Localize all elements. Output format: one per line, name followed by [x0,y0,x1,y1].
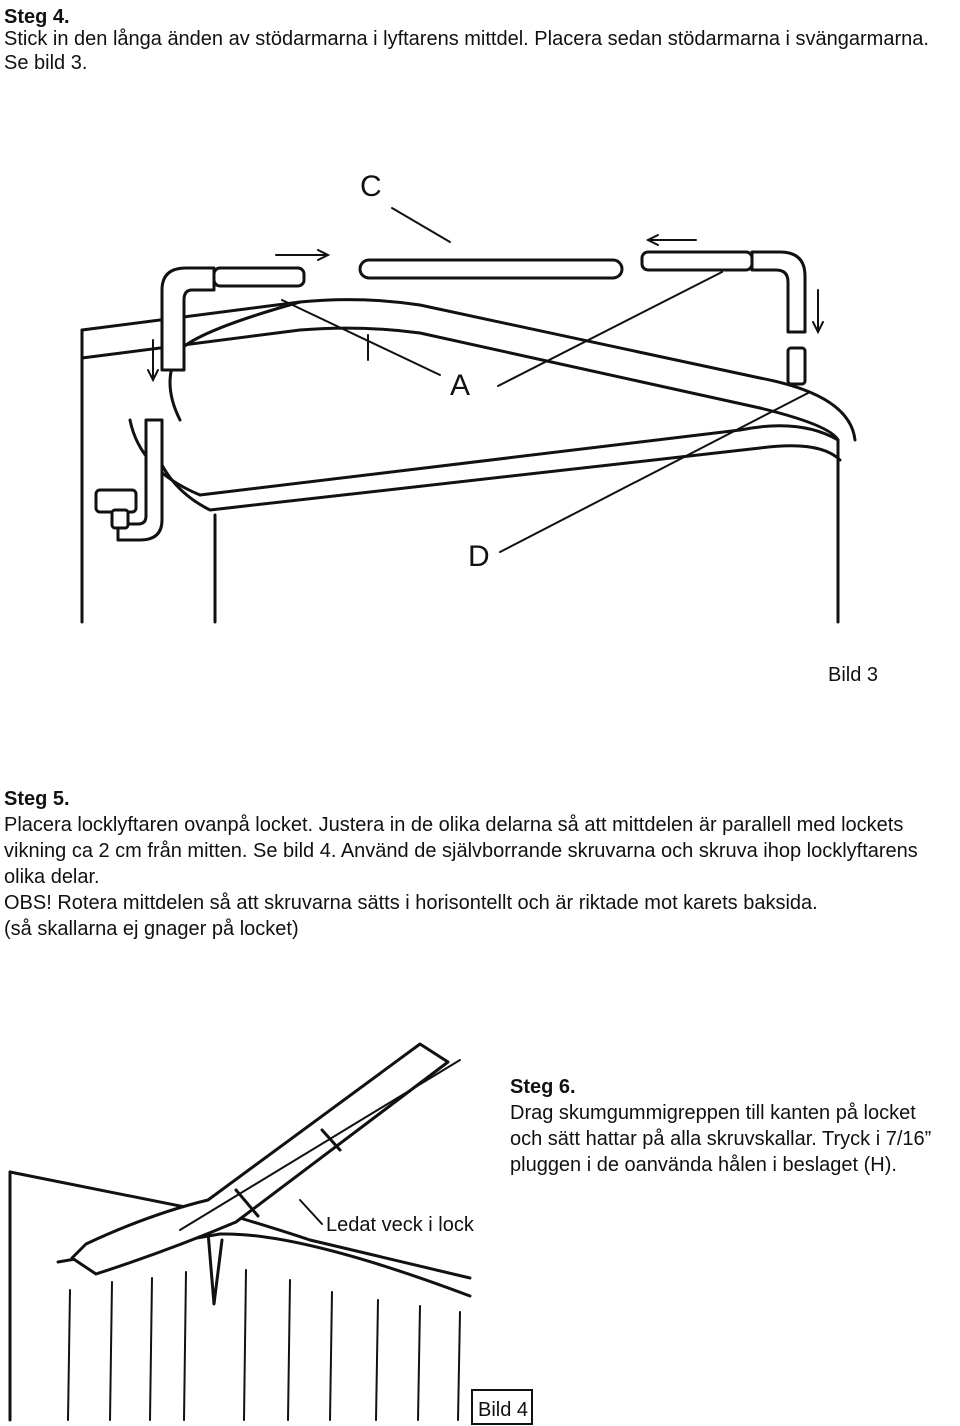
step4-heading: Steg 4. [4,6,70,28]
step6-line1: Drag skumgummigreppen till kanten på loc… [510,1102,916,1124]
step6-line3: pluggen i de oanvända hålen i beslaget (… [510,1154,897,1176]
figure3-label-c: C [360,170,382,203]
step5-heading: Steg 5. [4,788,70,810]
step6-heading: Steg 6. [510,1076,576,1098]
step5-line5: (så skallarna ej gnager på locket) [4,918,299,940]
step5-line2: vikning ca 2 cm från mitten. Se bild 4. … [4,840,918,862]
step5-line3: olika delar. [4,866,100,888]
step4-line1: Stick in den långa änden av stödarmarna … [4,28,929,50]
figure3-caption: Bild 3 [828,664,879,686]
figure4-caption: Bild 4 [478,1399,529,1421]
figure3-illustration: C A D [80,170,857,624]
step5-line1: Placera locklyftaren ovanpå locket. Just… [4,814,904,836]
figure3-label-a: A [450,369,470,402]
figure3-label-d: D [468,540,490,573]
step4-line2: Se bild 3. [4,52,88,74]
figure4-callout: Ledat veck i lock [326,1214,474,1236]
step6-line2: och sätt hattar på alla skruvskallar. Tr… [510,1128,932,1150]
step5-line4: OBS! Rotera mittdelen så att skruvarna s… [4,892,818,914]
